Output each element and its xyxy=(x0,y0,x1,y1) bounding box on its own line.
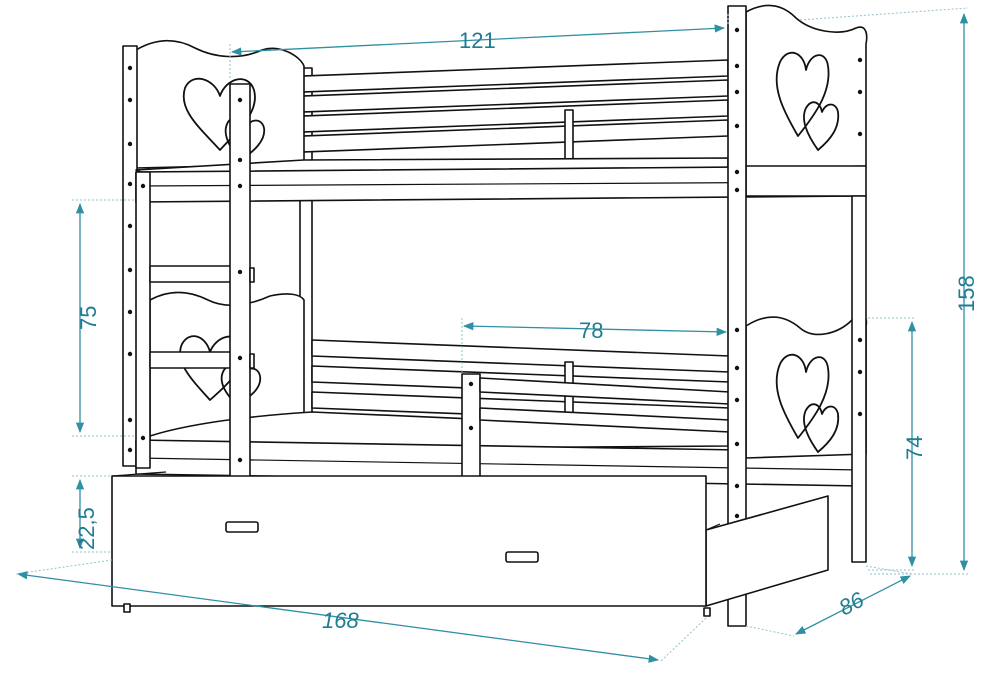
heart-icon xyxy=(803,101,840,151)
heart-icon xyxy=(182,77,256,151)
dimension-line-rail-length xyxy=(462,322,728,336)
dimension-top-width: 121 xyxy=(459,28,496,53)
dimension-clearance-height: 75 xyxy=(76,306,101,330)
heart-icon xyxy=(775,353,830,439)
dimension-rail-length: 78 xyxy=(579,318,603,343)
dimensions: 121 78 75 22,5 158 74 168 86 xyxy=(15,7,979,663)
dimension-line-depth xyxy=(795,575,911,635)
drawer xyxy=(111,471,829,617)
lower-bed xyxy=(135,171,863,487)
heart-icon xyxy=(775,51,830,137)
dimension-line-top-width xyxy=(230,24,726,56)
dimension-drawer-height: 22,5 xyxy=(74,507,99,550)
dimension-line-total-length xyxy=(16,571,660,663)
lower-safety-guard xyxy=(461,373,731,499)
heart-icon xyxy=(803,403,840,453)
dimension-total-length: 168 xyxy=(322,608,359,633)
dimension-total-height: 158 xyxy=(954,275,979,312)
dimension-side-height: 74 xyxy=(902,436,927,460)
right-footboard xyxy=(727,4,868,627)
left-headboard xyxy=(122,39,305,467)
ladder xyxy=(149,83,255,481)
dimension-depth: 86 xyxy=(835,586,869,620)
